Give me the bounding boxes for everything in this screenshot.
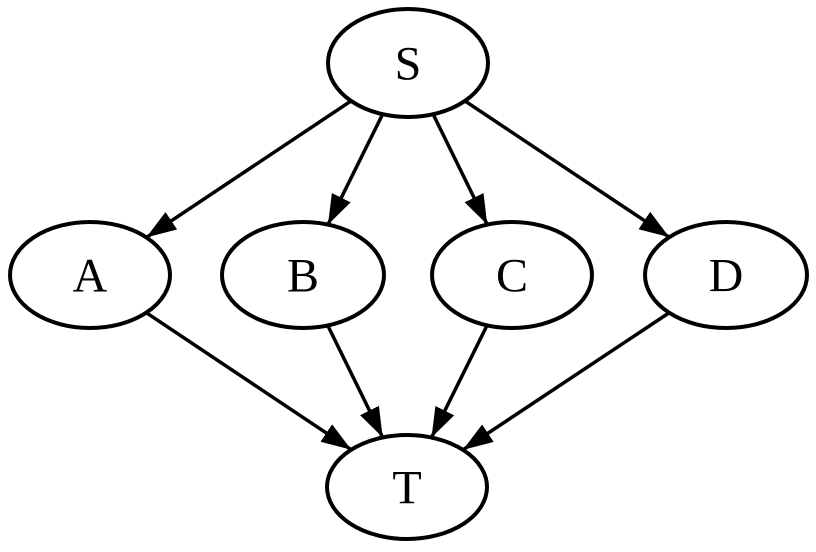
edge-S-D (463, 99, 671, 239)
node-C-label: C (496, 249, 528, 302)
node-A-ellipse (8, 220, 172, 330)
node-A-label: A (73, 249, 108, 302)
edge-C-T (429, 324, 489, 439)
node-D-ellipse (643, 220, 809, 330)
edge-S-A (145, 99, 353, 239)
node-T-label: T (392, 461, 421, 514)
edge-S-C (431, 113, 489, 226)
edge-B-T (326, 324, 385, 439)
node-T-ellipse (325, 433, 489, 541)
edge-S-B (326, 113, 385, 226)
node-D-label: D (709, 249, 744, 302)
node-D: D (643, 220, 809, 330)
node-C: C (430, 220, 594, 330)
node-B-label: B (287, 249, 319, 302)
edge-D-T (461, 311, 671, 452)
node-C-ellipse (430, 220, 594, 330)
node-B-ellipse (220, 220, 386, 330)
node-T: T (325, 433, 489, 541)
node-S: S (326, 7, 490, 119)
node-S-label: S (395, 37, 422, 90)
node-S-ellipse (326, 7, 490, 119)
node-B: B (220, 220, 386, 330)
node-A: A (8, 220, 172, 330)
edge-A-T (145, 311, 353, 452)
